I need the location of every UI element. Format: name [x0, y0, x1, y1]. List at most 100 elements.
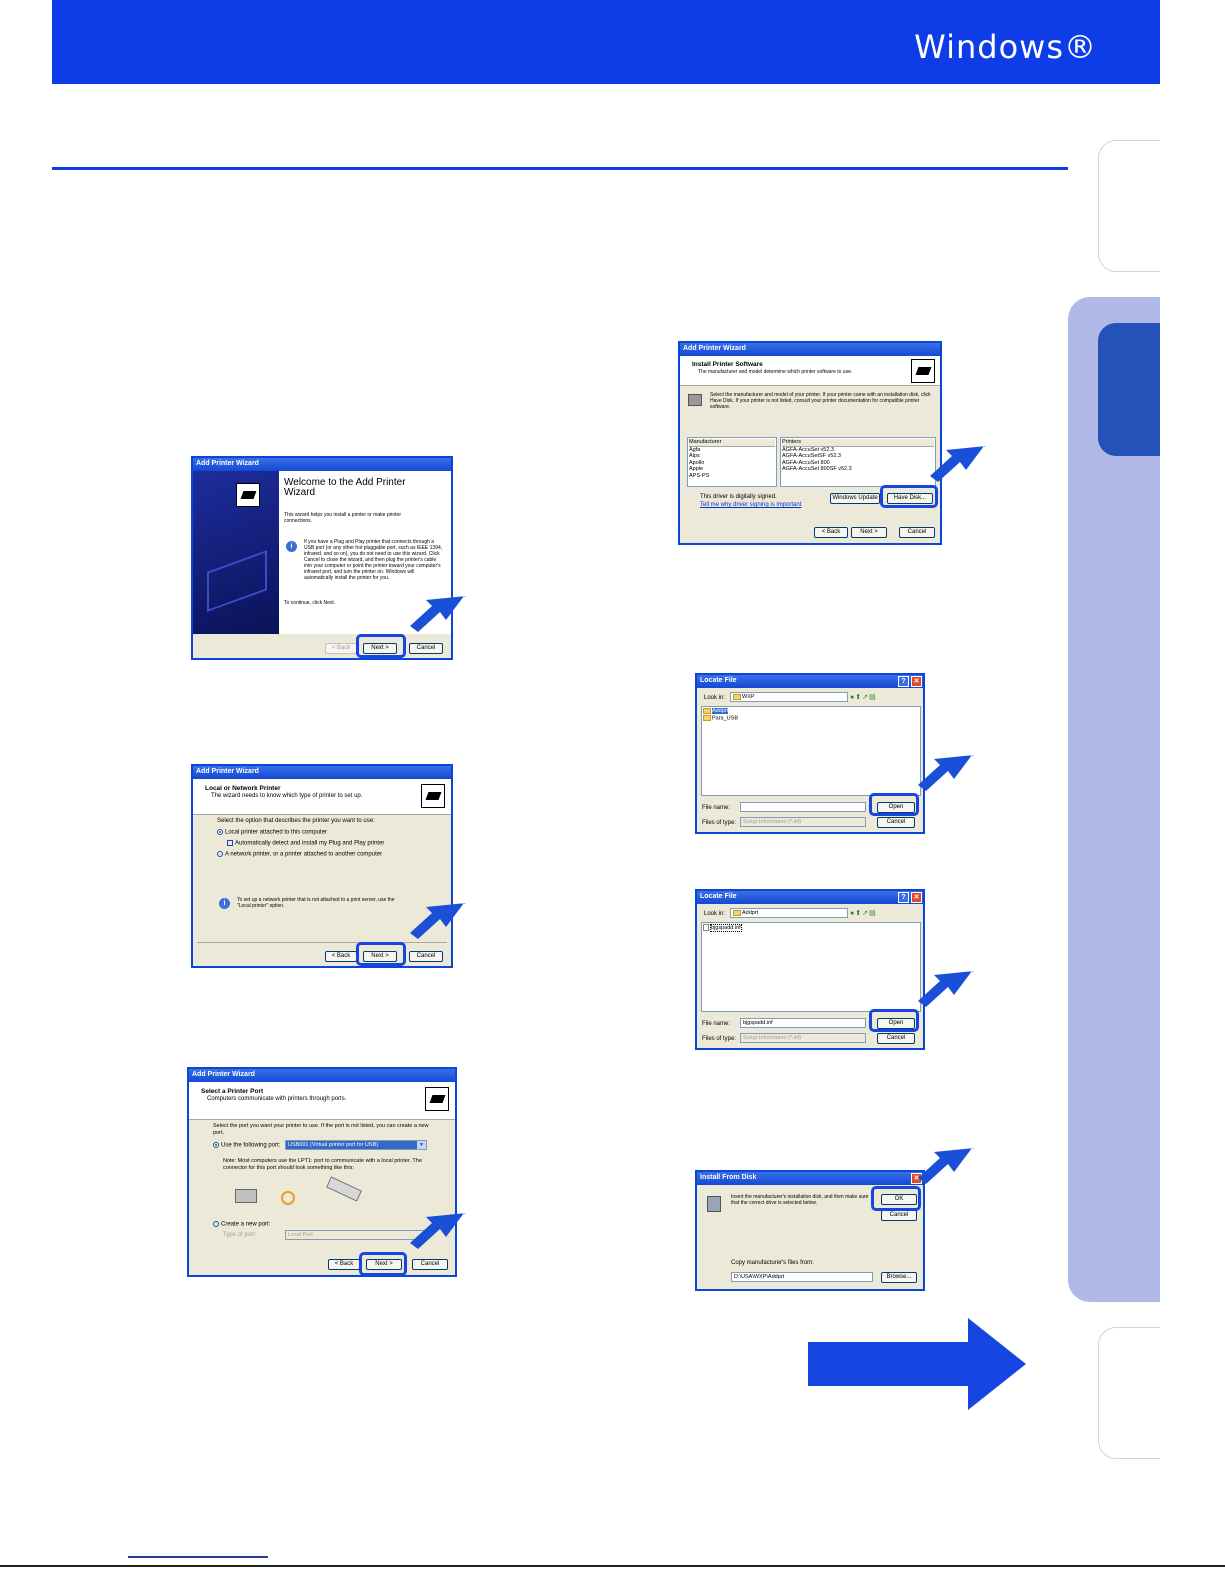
dialog-title-text: Locate File	[700, 893, 737, 900]
ok-button[interactable]: OK	[881, 1194, 917, 1205]
radio-selected[interactable]	[213, 1142, 219, 1148]
manufacturer-item[interactable]: Apollo	[689, 459, 705, 466]
disk-drive-icon	[707, 1196, 721, 1212]
back-button[interactable]: < Back	[328, 1259, 360, 1270]
manufacturer-header: Manufacturer	[689, 439, 775, 447]
dialog-title: Locate File ? ✕	[697, 675, 923, 688]
cancel-button[interactable]: Cancel	[409, 643, 443, 654]
port-note: Note: Most computers use the LPT1: port …	[223, 1158, 422, 1171]
radio-selected[interactable]	[217, 829, 223, 835]
filetype-select[interactable]: Setup Information (*.inf)	[740, 817, 866, 827]
create-port-label: Create a new port:	[221, 1221, 271, 1228]
continue-arrow-icon	[808, 1318, 1026, 1410]
printer-item[interactable]: AGFA-AccuSetSF v52.3	[782, 453, 841, 459]
welcome-intro: This wizard helps you install a printer …	[284, 512, 401, 524]
open-button[interactable]: Open	[877, 802, 915, 813]
printer-item[interactable]: AGFA-AccuSet 800SF v52.3	[782, 466, 852, 472]
folder-icon	[733, 693, 741, 700]
info-icon: i	[286, 541, 297, 552]
dialog-heading: Install Printer Software	[692, 361, 763, 368]
cancel-button[interactable]: Cancel	[412, 1259, 448, 1270]
close-icon[interactable]: ✕	[911, 676, 922, 687]
port-type-select[interactable]: Local Port	[285, 1230, 427, 1240]
back-button[interactable]: < Back	[814, 527, 848, 538]
cancel-button[interactable]: Cancel	[409, 951, 443, 962]
dialog-title-text: Locate File	[700, 677, 737, 684]
file-list[interactable]: bjgspadd.inf	[701, 922, 921, 1012]
help-icon[interactable]: ?	[898, 676, 909, 687]
file-list[interactable]: Addprt Para_USB	[701, 706, 921, 796]
inf-file-icon	[703, 924, 709, 931]
lookin-value: WXP	[742, 694, 755, 700]
create-port-option[interactable]: Create a new port:	[213, 1221, 270, 1229]
welcome-heading: Welcome to the Add Printer Wizard	[284, 477, 406, 498]
dialog-title: Add Printer Wizard	[680, 343, 940, 356]
pointer-arrow	[410, 1213, 466, 1249]
printer-cable-illustration	[235, 1176, 365, 1215]
radio[interactable]	[217, 851, 223, 857]
port-select-value: USB001 (Virtual printer port for USB)	[288, 1142, 379, 1148]
lookin-select[interactable]: Addprt	[730, 908, 848, 918]
welcome-info: If you have a Plug and Play printer that…	[304, 539, 443, 581]
use-port-option[interactable]: Use the following port:	[213, 1142, 280, 1150]
file-item[interactable]: bjgspadd.inf	[703, 923, 919, 932]
browse-button[interactable]: Browse...	[881, 1272, 917, 1283]
printer-icon	[421, 784, 445, 808]
wizard-banner-image	[193, 471, 279, 634]
close-icon[interactable]: ✕	[911, 892, 922, 903]
file-item[interactable]: Para_USB	[703, 714, 919, 722]
dialog-subheading: The manufacturer and model determine whi…	[698, 369, 853, 375]
help-icon[interactable]: ?	[898, 892, 909, 903]
checkbox[interactable]	[227, 840, 233, 846]
next-button[interactable]: Next >	[366, 1259, 402, 1270]
manufacturer-item[interactable]: Apple	[689, 466, 704, 472]
filename-input[interactable]: bjgspadd.inf	[740, 1018, 866, 1028]
manufacturer-item[interactable]: APS-PS	[689, 472, 710, 479]
auto-detect-option[interactable]: Automatically detect and install my Plug…	[227, 840, 384, 848]
network-printer-label: A network printer, or a printer attached…	[225, 851, 383, 858]
manufacturer-item[interactable]: Agfa	[689, 446, 701, 453]
file-item[interactable]: Addprt	[703, 708, 919, 715]
copy-path-select[interactable]: D:\USA\WXP\Addprt	[731, 1272, 873, 1282]
driver-signed-text: This driver is digitally signed.	[700, 494, 777, 500]
windows-update-button[interactable]: Windows Update	[830, 493, 880, 504]
printer-item[interactable]: AGFA-AccuSet v52.3	[782, 446, 834, 453]
have-disk-button[interactable]: Have Disk...	[887, 493, 933, 504]
header-title: Windows®	[914, 28, 1097, 66]
filename-input[interactable]	[740, 802, 866, 812]
open-button[interactable]: Open	[877, 1018, 915, 1029]
driver-signing-link[interactable]: Tell me why driver signing is important	[700, 502, 802, 508]
cancel-button[interactable]: Cancel	[881, 1210, 917, 1221]
cancel-button[interactable]: Cancel	[899, 527, 935, 538]
back-button[interactable]: < Back	[325, 951, 357, 962]
toolbar-icons[interactable]: ●⬆↗▤	[850, 910, 877, 917]
next-button[interactable]: Next >	[363, 643, 397, 654]
local-printer-option[interactable]: Local printer attached to this computer	[217, 829, 327, 837]
printer-item[interactable]: AGFA-AccuSet 800	[782, 459, 830, 466]
manufacturer-item[interactable]: Alps	[689, 453, 700, 459]
filetype-select[interactable]: Setup Information (*.inf)	[740, 1033, 866, 1043]
cancel-button[interactable]: Cancel	[877, 1033, 915, 1044]
next-button[interactable]: Next >	[851, 527, 887, 538]
toolbar-icons[interactable]: ●⬆↗▤	[850, 694, 877, 701]
local-printer-label: Local printer attached to this computer	[225, 829, 328, 836]
pointer-arrow	[410, 903, 466, 939]
network-printer-option[interactable]: A network printer, or a printer attached…	[217, 851, 382, 859]
radio[interactable]	[213, 1221, 219, 1227]
lookin-select[interactable]: WXP	[730, 692, 848, 702]
footer-link-rule	[128, 1556, 268, 1558]
cancel-button[interactable]: Cancel	[877, 817, 915, 828]
footer-rule	[0, 1565, 1225, 1567]
filetype-label: Files of type:	[702, 1036, 737, 1042]
printer-small-icon	[688, 394, 702, 406]
lookin-label: Look in:	[704, 911, 726, 917]
printer-list[interactable]: Printers AGFA-AccuSet v52.3 AGFA-AccuSet…	[780, 437, 936, 487]
back-button[interactable]: < Back	[325, 643, 357, 654]
manufacturer-list[interactable]: Manufacturer Agfa Alps Apollo Apple APS-…	[687, 437, 777, 487]
printer-icon	[911, 359, 935, 383]
next-button[interactable]: Next >	[363, 951, 397, 962]
lookin-value: Addprt	[742, 910, 759, 916]
port-select[interactable]: USB001 (Virtual printer port for USB)▼	[285, 1140, 427, 1150]
select-port-dialog: Add Printer Wizard Select a Printer Port…	[187, 1067, 457, 1277]
dialog-title: Add Printer Wizard	[193, 766, 451, 779]
